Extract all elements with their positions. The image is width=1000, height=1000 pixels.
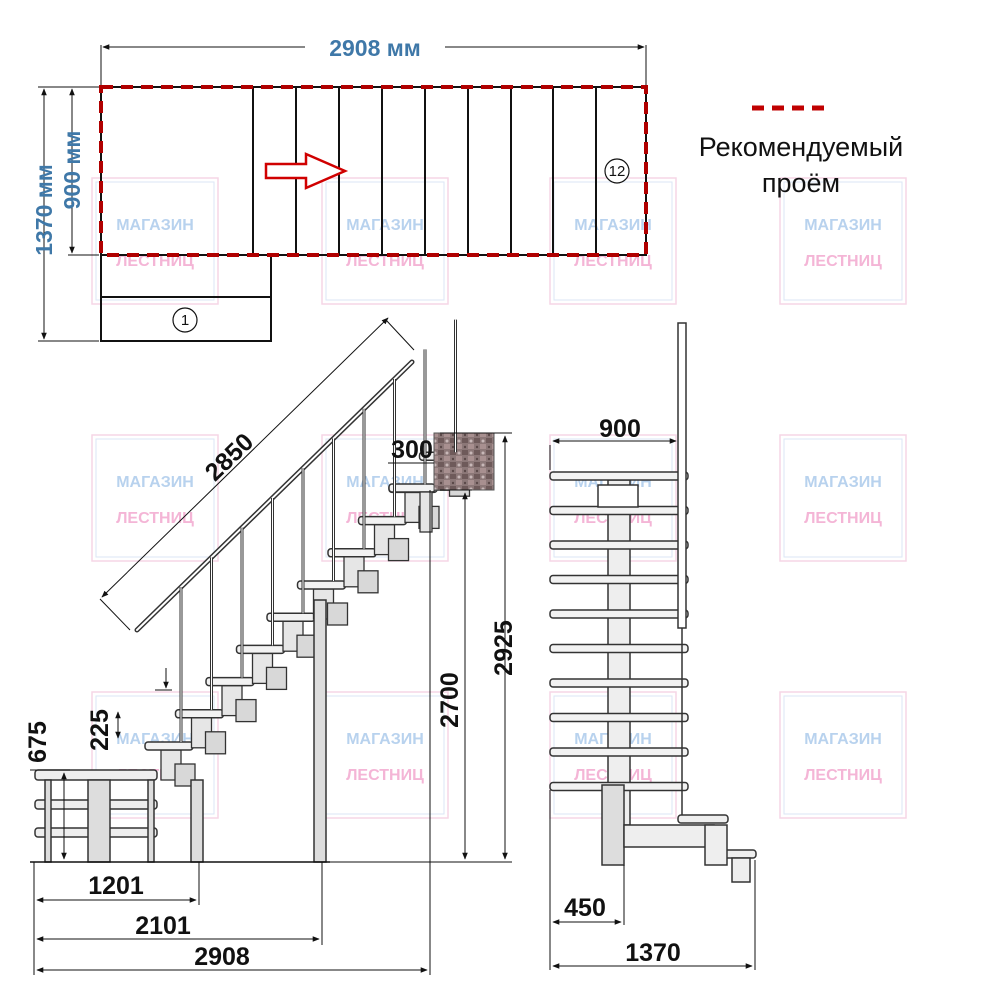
wall-brick-block <box>433 432 495 491</box>
handrail-length-label: 2850 <box>200 428 259 487</box>
handrail-dim-line <box>101 317 389 598</box>
front-flight-width-label: 900 <box>599 415 641 443</box>
watermark-line2: ЛЕСТНИЦ <box>116 253 194 270</box>
plan-treads <box>252 87 597 255</box>
step-12-label: 12 <box>609 163 626 180</box>
dim-1201-label: 1201 <box>88 872 144 900</box>
side-view: 2850 300 2925 2700 675 225 1201 2101 290… <box>24 317 518 975</box>
plan-flight-width-label: 900 мм <box>59 131 85 210</box>
watermark-line1: МАГАЗИН <box>804 474 882 491</box>
support-column-2 <box>313 599 327 863</box>
front-support-post <box>601 784 625 866</box>
plan-view: 1 12 2908 мм 1370 мм 900 мм <box>31 35 648 342</box>
watermark-line1: МАГАЗИН <box>346 217 424 234</box>
front-tread <box>549 643 689 654</box>
first-level-label: 675 <box>24 721 52 763</box>
front-tread <box>549 609 689 619</box>
landing-depth-label: 300 <box>391 436 433 464</box>
front-tread <box>549 747 689 757</box>
front-offset-label: 450 <box>564 894 606 922</box>
plan-width-label: 1370 мм <box>31 164 57 256</box>
support-column-1 <box>190 779 204 863</box>
plan-length-label: 2908 мм <box>329 35 421 61</box>
dim-2101-label: 2101 <box>135 912 191 940</box>
floor-height-label: 2700 <box>436 672 464 728</box>
total-height-label: 2925 <box>490 620 518 676</box>
watermark-line2: ЛЕСТНИЦ <box>804 510 882 527</box>
recommended-opening-outline <box>99 85 648 257</box>
watermark-line2: ЛЕСТНИЦ <box>804 767 882 784</box>
plan-winder-outline <box>100 255 272 298</box>
watermark-tile: МАГАЗИН ЛЕСТНИЦ <box>779 691 907 819</box>
side-step <box>144 741 196 787</box>
watermark-tile: МАГАЗИН ЛЕСТНИЦ <box>779 177 907 305</box>
side-step <box>205 676 257 723</box>
legend-line1: Рекомендуемый <box>699 132 903 162</box>
watermark-line1: МАГАЗИН <box>574 217 652 234</box>
watermark-line1: МАГАЗИН <box>804 731 882 748</box>
watermark-line2: ЛЕСТНИЦ <box>574 253 652 270</box>
watermark-line2: ЛЕСТНИЦ <box>346 767 424 784</box>
front-top-bracket <box>597 484 639 508</box>
step-12-marker <box>604 158 630 184</box>
front-treads <box>549 471 689 792</box>
front-tread <box>549 574 689 585</box>
front-tread <box>549 540 689 550</box>
front-tread <box>549 712 689 723</box>
front-tread <box>549 471 689 481</box>
legend: Рекомендуемый проём <box>699 105 903 198</box>
watermark-line2: ЛЕСТНИЦ <box>346 253 424 270</box>
front-handrail-post <box>677 322 687 629</box>
watermark-tile: МАГАЗИН ЛЕСТНИЦ <box>321 691 449 819</box>
front-view: 900 450 1370 <box>549 322 757 970</box>
direction-arrow-icon <box>264 152 349 190</box>
side-step <box>174 709 227 755</box>
watermark-line1: МАГАЗИН <box>116 474 194 491</box>
watermark-tile: МАГАЗИН ЛЕСТНИЦ <box>779 434 907 562</box>
watermark-line1: МАГАЗИН <box>346 731 424 748</box>
dim-2908-label: 2908 <box>194 943 250 971</box>
front-tread <box>549 678 689 688</box>
watermark-tile: МАГАЗИН ЛЕСТНИЦ <box>321 177 449 305</box>
watermark-line1: МАГАЗИН <box>804 217 882 234</box>
riser-label: 225 <box>86 709 114 751</box>
legend-line2: проём <box>762 168 840 198</box>
watermark-line1: МАГАЗИН <box>116 217 194 234</box>
watermark-tile: МАГАЗИН ЛЕСТНИЦ <box>91 177 219 305</box>
side-step <box>266 612 318 658</box>
front-total-width-label: 1370 <box>625 939 681 967</box>
watermark-tile: МАГАЗИН ЛЕСТНИЦ <box>549 177 677 305</box>
top-bracket <box>419 491 433 533</box>
watermark-line2: ЛЕСТНИЦ <box>804 253 882 270</box>
step-1-label: 1 <box>181 312 189 329</box>
watermark-group: МАГАЗИН ЛЕСТНИЦ МАГАЗИН ЛЕСТНИЦ МАГАЗИН ЛЕСТН… <box>91 177 907 819</box>
front-winder-module <box>623 814 757 883</box>
